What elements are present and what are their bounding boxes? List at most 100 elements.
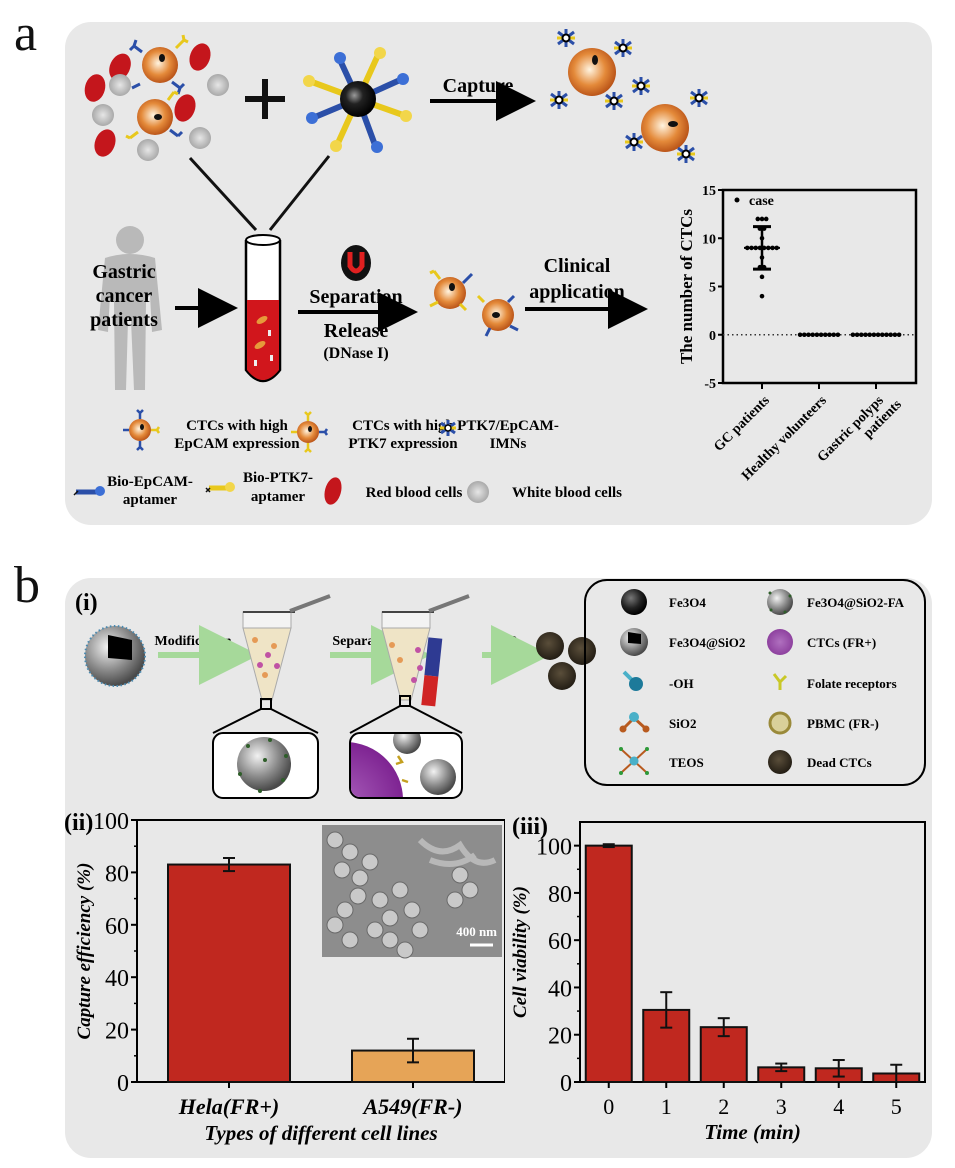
bio-ptk7-aptamer-icon xyxy=(205,482,235,493)
legend-ctc-epcam: CTCs with high EpCAM expression xyxy=(123,409,300,452)
plus-icon xyxy=(245,79,285,119)
legend-ctc-fr-plus: CTCs (FR+) xyxy=(767,629,876,655)
sem-particle xyxy=(351,869,369,887)
bar-magnet-icon xyxy=(421,637,443,707)
data-point xyxy=(880,332,885,338)
x-tick-label: 1 xyxy=(661,1094,672,1119)
data-point xyxy=(835,332,841,338)
svg-text:IMNs: IMNs xyxy=(490,436,527,452)
eppendorf-tube-1-icon xyxy=(242,594,331,710)
data-point xyxy=(859,332,864,338)
svg-text:Fe3O4: Fe3O4 xyxy=(669,595,706,610)
legend-hydroxyl: -OH xyxy=(622,670,694,691)
sem-particle xyxy=(371,891,389,909)
legend-red-blood-cells: Red blood cells xyxy=(324,477,463,505)
pbmc-icon xyxy=(768,711,792,735)
sem-particle xyxy=(446,891,464,909)
svg-text:Red blood cells: Red blood cells xyxy=(366,485,463,501)
svg-text:CTCs with high: CTCs with high xyxy=(352,418,454,434)
sem-particle xyxy=(381,931,399,949)
data-point xyxy=(806,332,811,338)
y-tick-label: 15 xyxy=(702,184,716,199)
sem-particle xyxy=(361,853,379,871)
legend-dead-ctc: Dead CTCs xyxy=(768,750,872,774)
zoom-connector xyxy=(212,708,319,734)
sem-particle xyxy=(403,901,421,919)
svg-text:aptamer: aptamer xyxy=(123,492,177,508)
sub-label: (ii) xyxy=(64,810,93,836)
core-shell-particle-icon xyxy=(84,625,146,687)
data-point xyxy=(759,216,765,222)
immunomagnetic-nanoparticle-icon xyxy=(303,47,412,153)
legend-imn: PTK7/EpCAM- IMNs xyxy=(440,418,559,452)
fe3o4-icon xyxy=(621,589,647,615)
y-tick-label: 40 xyxy=(548,976,572,1002)
data-point xyxy=(867,332,872,338)
sem-particle xyxy=(341,931,359,949)
fe3o4-sio2-icon xyxy=(620,628,648,656)
data-point xyxy=(896,332,902,338)
svg-text:PTK7 expression: PTK7 expression xyxy=(348,436,458,452)
bar xyxy=(167,863,291,1084)
data-point xyxy=(871,332,877,338)
data-point xyxy=(827,332,832,338)
human-silhouette-icon xyxy=(98,226,162,390)
svg-text:CTCs (FR+): CTCs (FR+) xyxy=(807,635,876,650)
data-point xyxy=(823,332,828,338)
svg-text:Folate receptors: Folate receptors xyxy=(807,676,897,691)
folate-receptor-icon xyxy=(772,673,788,690)
legend-folate-receptor: Folate receptors xyxy=(772,673,897,691)
svg-text:Fe3O4@SiO2: Fe3O4@SiO2 xyxy=(669,635,745,650)
x-axis-label: Types of different cell lines xyxy=(204,1121,437,1145)
panel-b-letter: b xyxy=(14,557,40,614)
legend-white-blood-cells: White blood cells xyxy=(467,481,622,503)
sub-label-i: (i) xyxy=(75,590,98,616)
cell-mixture-icon xyxy=(84,34,229,161)
data-point xyxy=(888,332,893,338)
sem-particle xyxy=(336,901,354,919)
bio-epcam-aptamer-icon xyxy=(73,486,105,496)
x-tick-label: 0 xyxy=(603,1094,614,1119)
x-tick-label: A549(FR-) xyxy=(362,1094,463,1119)
y-tick-label: 60 xyxy=(548,929,572,955)
modification-label: Modification xyxy=(155,634,232,649)
sem-particle xyxy=(411,921,429,939)
y-tick-label: 0 xyxy=(709,329,716,344)
imn-icon xyxy=(440,420,456,436)
data-point xyxy=(759,274,765,280)
y-tick-label: 80 xyxy=(105,861,129,887)
legend-label: case xyxy=(749,194,774,209)
teos-icon xyxy=(619,747,649,775)
data-point xyxy=(755,216,761,222)
svg-text:aptamer: aptamer xyxy=(251,489,305,505)
y-tick-label: 20 xyxy=(548,1024,572,1050)
data-point xyxy=(892,332,898,338)
sem-particle xyxy=(461,881,479,899)
data-point xyxy=(884,332,889,338)
sub-label: (iii) xyxy=(512,814,548,840)
y-tick-label: 40 xyxy=(105,966,129,992)
svg-text:cancer: cancer xyxy=(96,285,153,307)
patient-label: Gastric cancer patients xyxy=(90,261,158,331)
ctc-epcam-icon xyxy=(123,409,161,451)
svg-text:White blood cells: White blood cells xyxy=(512,485,622,501)
x-tick-label: 4 xyxy=(833,1094,844,1119)
x-tick-label: 2 xyxy=(718,1094,729,1119)
sem-particle xyxy=(451,866,469,884)
plot-frame xyxy=(579,821,926,1083)
data-point xyxy=(759,293,765,299)
panel-a-letter: a xyxy=(14,5,38,62)
svg-text:EpCAM expression: EpCAM expression xyxy=(174,436,300,452)
ctc-capture-zoom-icon xyxy=(351,734,456,797)
captured-ctc-icon xyxy=(550,29,708,163)
nir-label: NIR xyxy=(492,634,519,649)
y-tick-label: 5 xyxy=(709,281,716,296)
y-tick-label: 100 xyxy=(536,835,572,861)
y-tick-label: 60 xyxy=(105,914,129,940)
clinical-label-line2: application xyxy=(529,281,625,303)
y-tick-label: 0 xyxy=(560,1071,572,1097)
sem-particle xyxy=(396,941,414,959)
svg-text:PBMC (FR-): PBMC (FR-) xyxy=(807,716,879,731)
